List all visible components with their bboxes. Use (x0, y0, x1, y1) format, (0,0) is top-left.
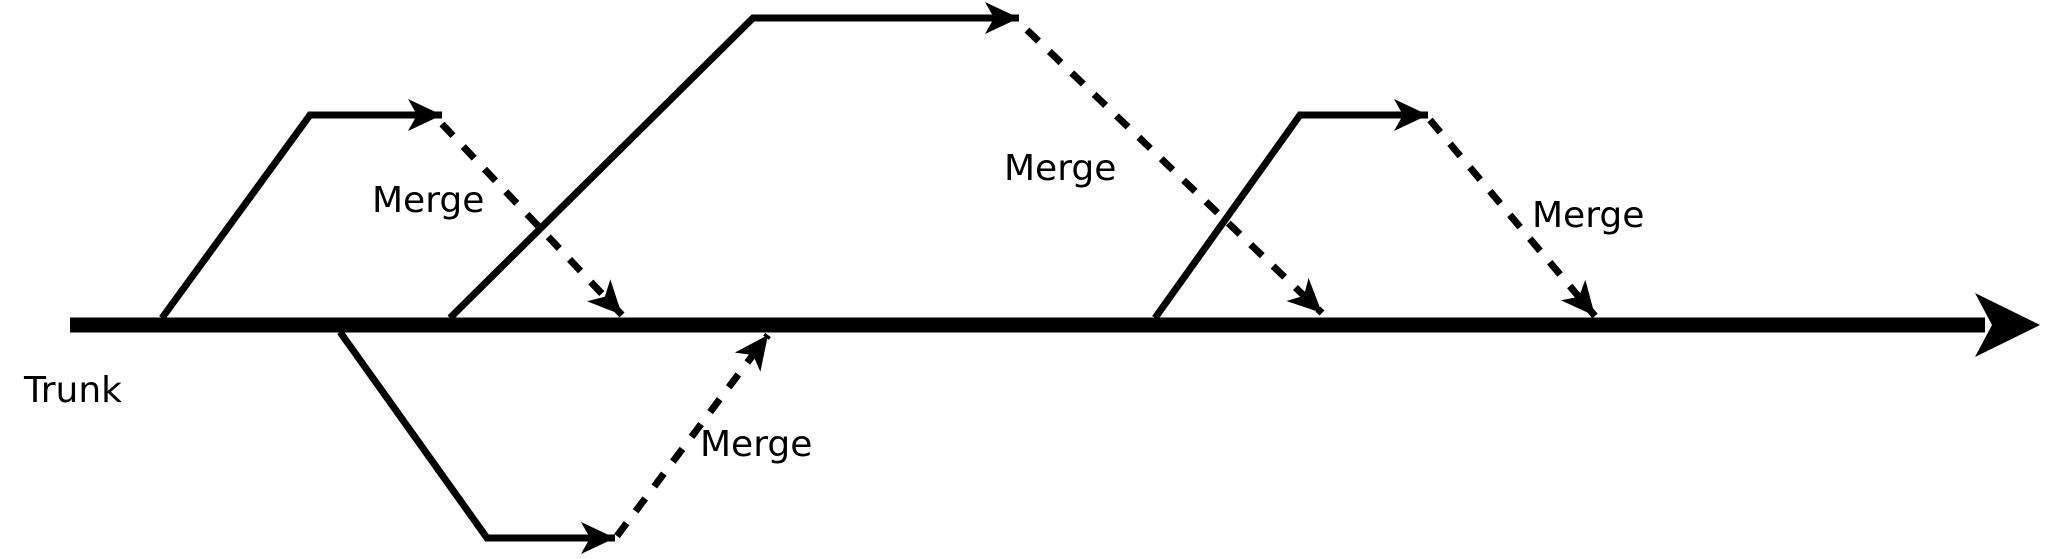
merge-1-line (439, 121, 625, 318)
merge-3-label: Merge (1004, 148, 1116, 189)
branch-4-line (1152, 99, 1428, 321)
merge-4-line (1427, 117, 1598, 319)
merge-1-label: Merge (372, 180, 484, 221)
merge-2-line (614, 332, 771, 539)
branch-1-line (159, 99, 442, 321)
branch-3-line (447, 2, 1019, 321)
branch-2-line (337, 329, 615, 554)
merge-2-label: Merge (700, 424, 812, 465)
trunk-label: Trunk (23, 370, 122, 411)
merge-4-label: Merge (1532, 195, 1644, 236)
trunk-arrowhead (1975, 293, 2040, 357)
merge-3-line (1024, 27, 1325, 316)
